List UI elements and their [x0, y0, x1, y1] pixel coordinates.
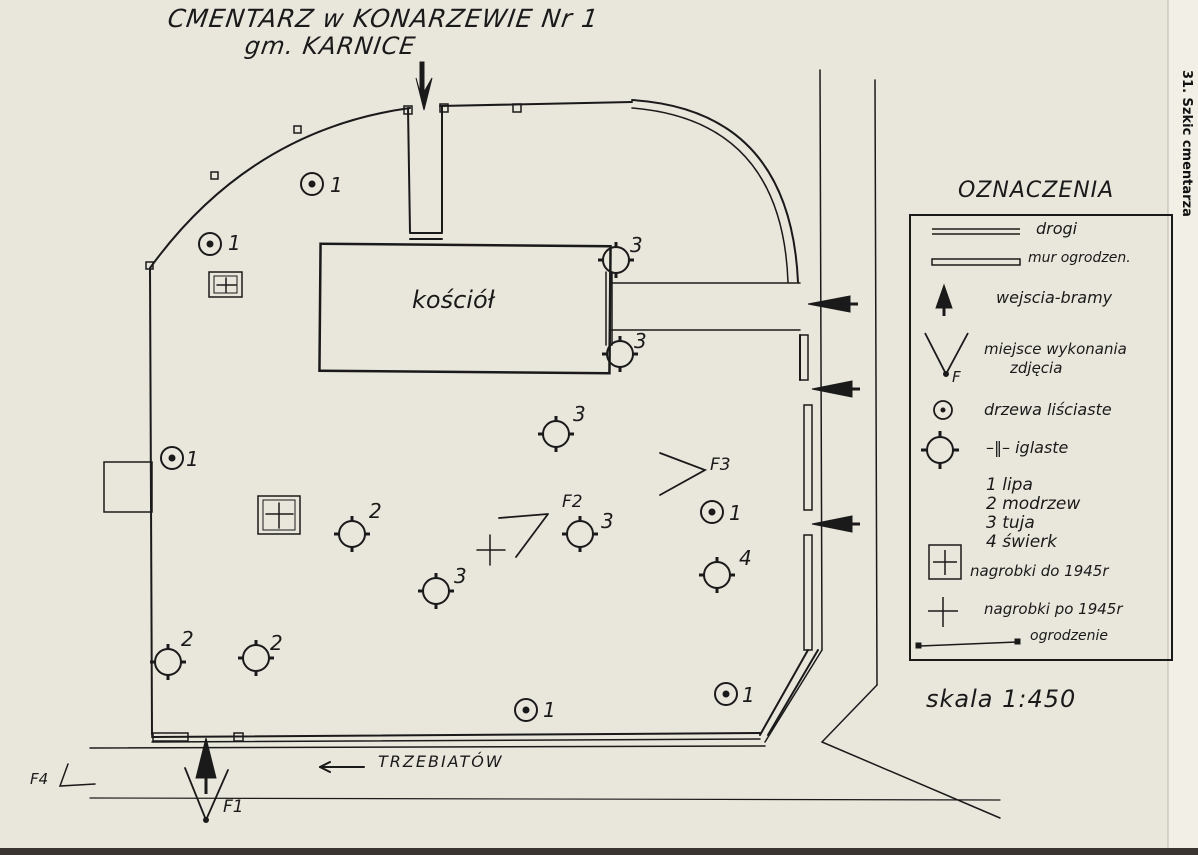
- coniferous-tree: [602, 336, 638, 372]
- map-subtitle: gm. KARNICE: [243, 32, 418, 60]
- scale-label: skala 1:450: [926, 685, 1077, 713]
- street-label: TRZEBIATÓW: [378, 752, 504, 771]
- photo-spot-f4: F4: [30, 770, 49, 788]
- coniferous-tree: [150, 644, 186, 680]
- side-caption: 31. Szkic cmentarza: [1179, 70, 1194, 217]
- deciduous-tree: [514, 698, 538, 722]
- legend-photo-symbol: F: [952, 368, 961, 386]
- legend-graves-old: nagrobki do 1945r: [970, 562, 1109, 580]
- legend-fence: ogrodzenie: [1030, 628, 1108, 644]
- photo-spot-f2: F2: [562, 492, 583, 512]
- deciduous-tree: [300, 172, 324, 196]
- coniferous-tree: [562, 516, 598, 552]
- legend-wall: mur ogrodzen.: [1028, 250, 1131, 266]
- svg-text:3: 3: [601, 509, 614, 533]
- legend-species-3: 3 tuja: [986, 513, 1035, 533]
- coniferous-tree: [538, 416, 574, 452]
- svg-text:1: 1: [330, 173, 343, 197]
- legend-gates: wejscia-bramy: [996, 288, 1113, 307]
- svg-text:1: 1: [729, 501, 742, 525]
- coniferous-tree: [699, 557, 735, 593]
- coniferous-tree: [238, 640, 274, 676]
- coniferous-tree: [598, 242, 634, 278]
- svg-text:1: 1: [543, 698, 556, 722]
- boundary-arc-nw: [148, 107, 411, 736]
- svg-text:3: 3: [454, 564, 467, 588]
- svg-text:4: 4: [739, 546, 752, 570]
- legend-species-4: 4 świerk: [986, 532, 1057, 552]
- deciduous-tree: [714, 682, 738, 706]
- photo-spot-f1: F1: [223, 797, 244, 817]
- deciduous-tree: [198, 232, 222, 256]
- svg-text:3: 3: [630, 233, 643, 257]
- legend-title: OZNACZENIA: [958, 178, 1115, 203]
- svg-text:1: 1: [186, 447, 199, 471]
- church-label: kościół: [412, 286, 495, 314]
- legend-coniferous: –‖– iglaste: [986, 438, 1069, 457]
- legend-graves-new: nagrobki po 1945r: [984, 600, 1123, 618]
- tree-dot: [708, 508, 716, 516]
- svg-text:2: 2: [369, 499, 382, 523]
- legend-deciduous: drzewa liściaste: [984, 400, 1112, 419]
- photo-spot-f3: F3: [710, 455, 731, 475]
- legend-box: [909, 214, 1173, 661]
- deciduous-tree: [700, 500, 724, 524]
- boundary-arc-ne: [631, 99, 799, 283]
- svg-text:1: 1: [742, 683, 755, 707]
- svg-text:2: 2: [181, 627, 194, 651]
- legend-photo-spot: miejsce wykonania: [984, 340, 1127, 358]
- tree-dot: [206, 240, 214, 248]
- tree-dot: [522, 706, 530, 714]
- svg-text:2: 2: [270, 631, 283, 655]
- legend-species-1: 1 lipa: [986, 475, 1033, 495]
- gate-arrow-top: [415, 61, 433, 111]
- svg-text:1: 1: [228, 231, 241, 255]
- tree-dot: [168, 454, 176, 462]
- svg-text:3: 3: [634, 329, 647, 353]
- svg-text:3: 3: [573, 402, 586, 426]
- map-title: CMENTARZ w KONARZEWIE Nr 1: [165, 4, 601, 33]
- legend-roads: drogi: [1036, 219, 1078, 238]
- tree-dot: [308, 180, 316, 188]
- legend-photo-spot-2: zdjęcia: [1010, 359, 1063, 377]
- church-building: [318, 242, 612, 375]
- tree-dot: [722, 690, 730, 698]
- legend-species-2: 2 modrzew: [986, 494, 1081, 514]
- coniferous-tree: [334, 516, 370, 552]
- coniferous-tree: [418, 573, 454, 609]
- deciduous-tree: [160, 446, 184, 470]
